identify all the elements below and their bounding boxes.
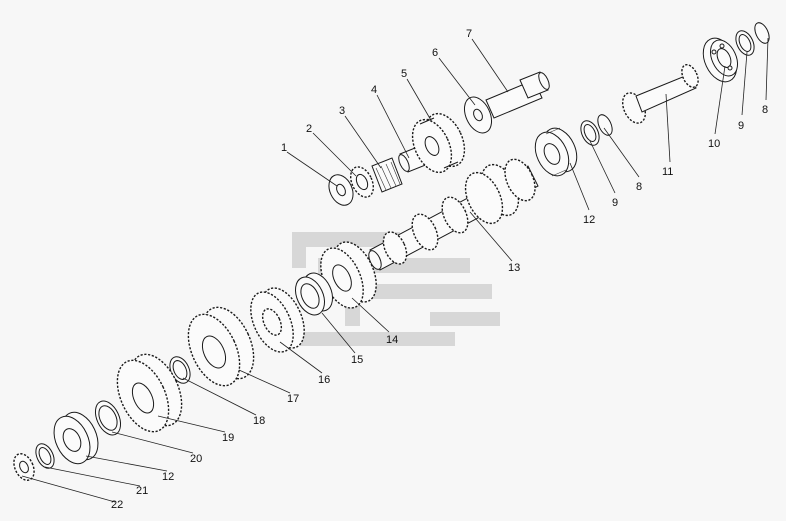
callout-16: 16 [318,374,330,386]
part-18-ring [169,356,191,384]
callout-15: 15 [351,354,363,366]
part-1-washer [328,174,354,206]
callout-9-upper: 9 [738,120,744,132]
callout-7: 7 [466,28,472,40]
part-12-ball-bearing-lower [53,411,99,465]
part-21-ring [35,443,55,469]
callout-8-middle: 8 [636,181,642,193]
callout-8-upper: 8 [762,104,768,116]
callout-3: 3 [339,105,345,117]
part-5-gear [411,112,466,174]
part-9-ring-middle [580,120,600,146]
callout-10: 10 [708,138,720,150]
part-22-nut [13,453,35,481]
part-11-input-shaft [621,64,699,124]
leader-lines [21,37,769,503]
callout-18: 18 [253,415,265,427]
callout-13: 13 [508,262,520,274]
part-7-short-shaft [485,71,550,119]
callout-labels: 1 2 3 4 5 6 7 8 9 10 11 8 9 12 13 14 15 … [111,28,768,511]
part-13-main-shaft [368,158,539,271]
callout-9-middle: 9 [612,197,618,209]
callout-22: 22 [111,499,123,511]
part-10-ball-bearing [702,37,739,83]
callout-5: 5 [401,68,407,80]
callout-2: 2 [306,123,312,135]
part-14-gear [320,241,377,309]
callout-12-upper: 12 [583,214,595,226]
part-19-gear [116,353,183,433]
part-2-ring [349,166,375,198]
callout-17: 17 [287,393,299,405]
callout-11: 11 [662,166,673,178]
part-17-gear [187,306,255,387]
part-16-gear [250,287,305,353]
part-8-snap-ring-middle [597,114,613,136]
part-8-snap-ring-upper [754,22,770,44]
callout-21: 21 [136,485,148,497]
callout-4: 4 [371,84,377,96]
part-12-roller-bearing-upper [534,127,578,177]
part-15-bushing [294,272,334,316]
callout-1: 1 [281,142,287,154]
part-9-ring-upper [735,30,755,56]
callout-20: 20 [190,453,202,465]
callout-12-lower: 12 [162,471,174,483]
callout-19: 19 [222,432,234,444]
callout-6: 6 [432,47,438,59]
part-3-needle-bearing [371,157,403,193]
part-20-ring [94,400,122,436]
callout-14: 14 [386,334,398,346]
